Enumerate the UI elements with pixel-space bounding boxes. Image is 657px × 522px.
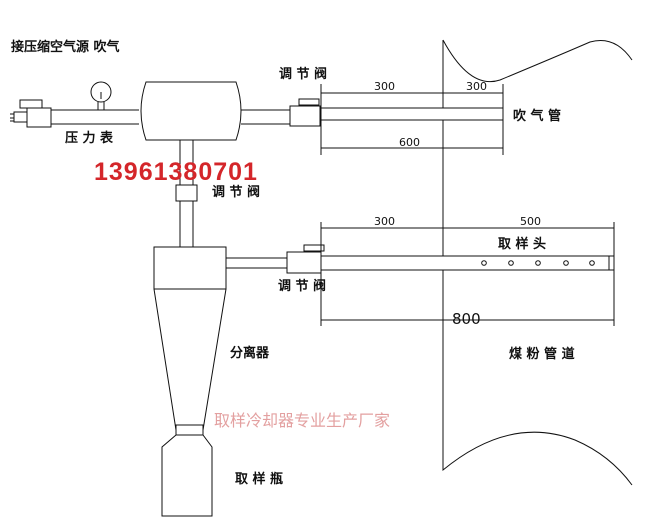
separator-body (153, 246, 227, 290)
separator-cone (153, 288, 227, 431)
valve-top-icon (298, 98, 320, 106)
valve-low-icon (303, 244, 325, 252)
sampling-bottle-label: 取 样 瓶 (235, 471, 283, 487)
sampling-holes (481, 260, 595, 266)
valve-top-label: 调 节 阀 (279, 66, 327, 82)
dim-low-total: 800 (452, 310, 481, 328)
dim-low-left: 300 (374, 215, 395, 228)
dim-top-right: 300 (466, 80, 487, 93)
blow-pipe-label: 吹 气 管 (513, 108, 561, 124)
separator-label: 分离器 (230, 345, 270, 361)
dim-top-left: 300 (374, 80, 395, 93)
sampling-head-label: 取 样 头 (498, 236, 546, 252)
dimension-lines-top (320, 84, 504, 155)
pressure-gauge-label: 压 力 表 (65, 130, 114, 146)
coal-pipe-label: 煤 粉 管 道 (509, 346, 575, 362)
air-source-label: 接压缩空气源 吹气 (11, 39, 120, 55)
air-tank (140, 81, 242, 141)
coal-pipe-outline (442, 39, 633, 486)
inlet-valve-icon (19, 99, 43, 109)
dim-low-right: 500 (520, 215, 541, 228)
sampling-pipe (320, 255, 615, 271)
sampling-bottle (161, 434, 213, 517)
valve-mid-label: 调 节 阀 (212, 184, 260, 200)
dimension-lines-low (320, 222, 615, 326)
valve-mid-icon (175, 184, 198, 202)
dim-top-total: 600 (399, 136, 420, 149)
valve-low-label: 调 节 阀 (278, 278, 326, 294)
blow-pipe (319, 107, 504, 121)
watermark-text: 取样冷却器专业生产厂家 (214, 411, 390, 430)
phone-number: 13961380701 (94, 158, 258, 186)
